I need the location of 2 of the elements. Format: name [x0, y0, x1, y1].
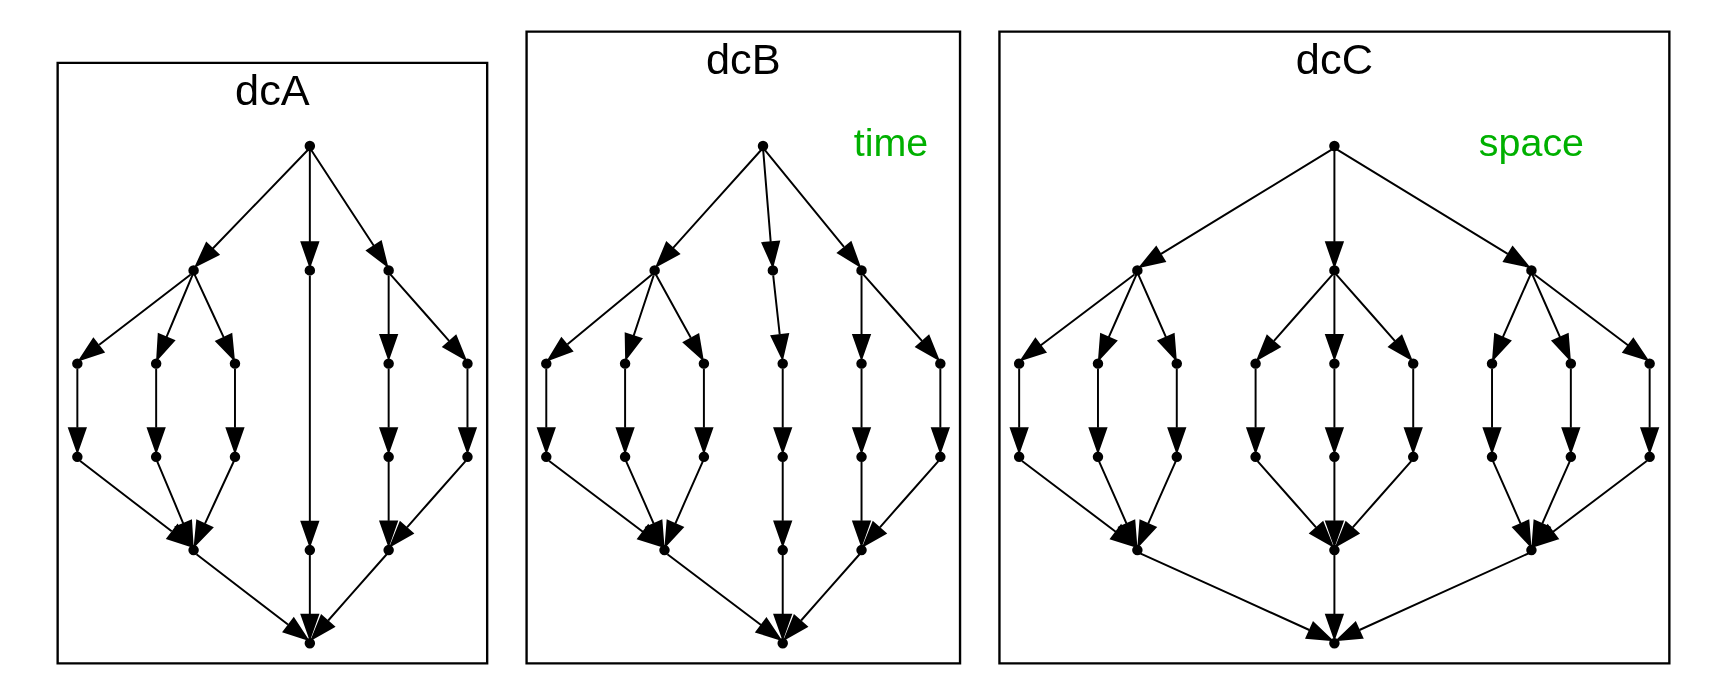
label: time — [853, 119, 929, 164]
label: space — [1478, 119, 1584, 164]
